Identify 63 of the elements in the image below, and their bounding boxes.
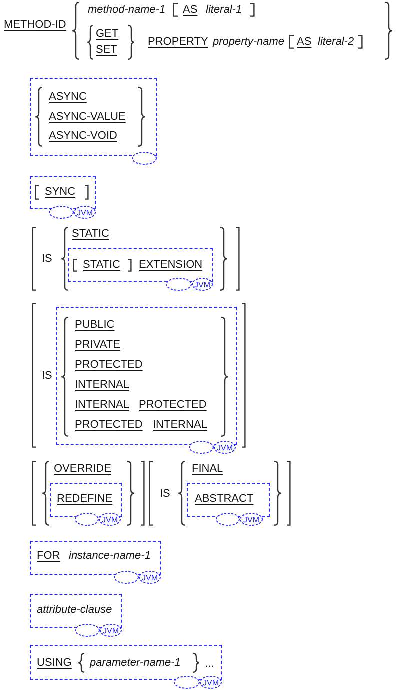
dashed-oval xyxy=(100,624,122,637)
required-keyword: INTERNAL xyxy=(75,379,130,391)
required-keyword: PRIVATE xyxy=(75,339,120,351)
required-keyword: ABSTRACT xyxy=(195,493,254,505)
platform-label: JVM xyxy=(244,515,260,524)
required-keyword: ASYNC-VALUE xyxy=(49,111,126,123)
variable-name: property-name xyxy=(213,36,285,48)
dashed-oval-icon xyxy=(132,152,157,165)
dashed-oval xyxy=(139,571,161,584)
required-keyword: SYNC xyxy=(45,186,76,198)
required-keyword: SET xyxy=(96,44,118,56)
required-keyword: INTERNAL xyxy=(153,419,208,431)
dashed-oval-icon xyxy=(75,624,100,637)
required-keyword: EXTENSION xyxy=(139,259,203,271)
variable-name: parameter-name-1 xyxy=(90,657,181,669)
required-keyword: OVERRIDE xyxy=(54,463,112,475)
required-keyword: PROPERTY xyxy=(148,36,208,48)
dashed-oval xyxy=(214,441,236,454)
platform-label: JVM xyxy=(217,443,233,452)
dashed-oval-icon xyxy=(166,278,192,291)
required-keyword: REDEFINE xyxy=(57,493,113,505)
dashed-oval-icon xyxy=(75,513,99,526)
dashed-oval xyxy=(240,513,263,526)
required-keyword: STATIC xyxy=(83,259,120,271)
platform-label: JVM xyxy=(77,208,93,217)
platform-label: JVM xyxy=(103,626,119,635)
optional-keyword: IS xyxy=(42,370,52,382)
dashed-oval-icon xyxy=(174,676,200,689)
required-keyword: PUBLIC xyxy=(75,319,115,331)
required-keyword: PROTECTED xyxy=(75,419,143,431)
required-keyword: METHOD-ID xyxy=(4,19,66,31)
ellipsis: ... xyxy=(205,658,214,670)
dashed-oval xyxy=(192,278,213,291)
platform-label: JVM xyxy=(194,280,210,289)
required-keyword: USING xyxy=(37,657,72,669)
dashed-oval-icon xyxy=(49,206,74,219)
variable-name: attribute-clause xyxy=(37,604,112,616)
variable-name: literal-1 xyxy=(206,4,242,16)
dashed-oval xyxy=(74,206,96,219)
dashed-oval xyxy=(200,676,222,689)
optional-keyword: IS xyxy=(42,253,52,265)
platform-label: JVM xyxy=(102,515,118,524)
required-keyword: PROTECTED xyxy=(75,359,143,371)
optional-keyword: IS xyxy=(160,488,170,500)
required-keyword: STATIC xyxy=(72,228,110,240)
required-keyword: INTERNAL xyxy=(75,399,130,411)
variable-name: literal-2 xyxy=(318,36,354,48)
variable-name: method-name-1 xyxy=(88,4,166,16)
dashed-oval-icon xyxy=(216,513,240,526)
required-keyword: ASYNC-VOID xyxy=(49,130,118,142)
required-keyword: AS xyxy=(183,4,198,16)
dashed-oval-icon xyxy=(114,571,139,584)
platform-label: JVM xyxy=(142,573,158,582)
variable-name: instance-name-1 xyxy=(69,550,151,562)
required-keyword: ASYNC xyxy=(49,91,87,103)
required-keyword: FINAL xyxy=(192,463,224,475)
required-keyword: FOR xyxy=(37,550,60,562)
required-keyword: GET xyxy=(96,28,119,40)
platform-label: JVM xyxy=(203,678,219,687)
required-keyword: PROTECTED xyxy=(139,399,207,411)
required-keyword: AS xyxy=(297,36,312,48)
dashed-oval-icon xyxy=(189,441,214,454)
dashed-oval xyxy=(99,513,121,526)
